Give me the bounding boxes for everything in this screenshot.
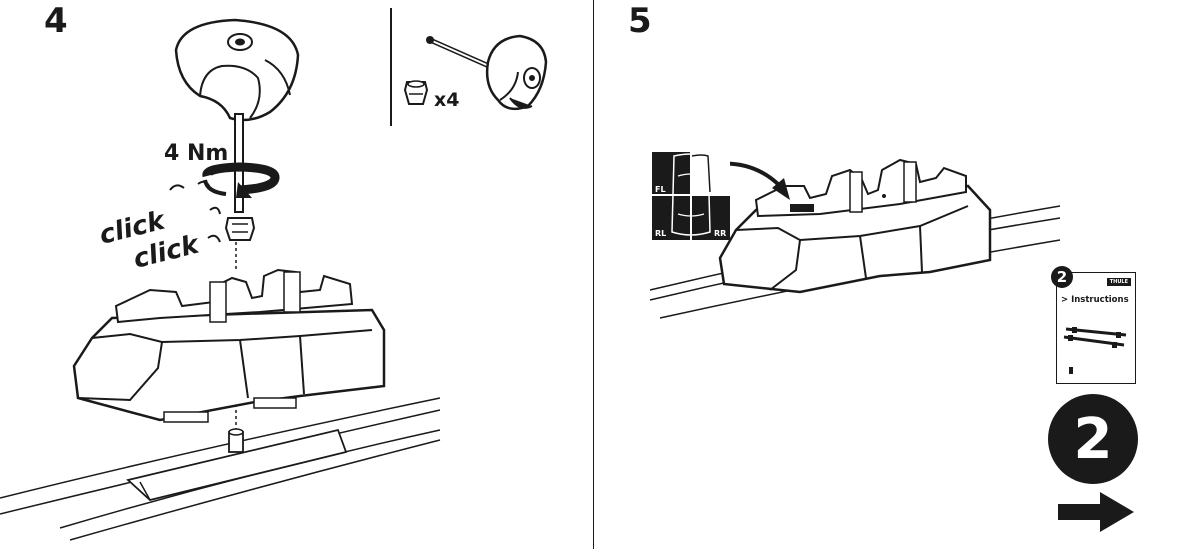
step-5-number: 5 xyxy=(628,1,652,41)
mounted-foot-pack-illustration xyxy=(649,158,1061,319)
step-5-panel: 5 FL RL RR THULE > xyxy=(594,0,1187,549)
position-label-fl: FL xyxy=(655,185,666,194)
booklet-brand-logo: THULE xyxy=(1106,278,1131,286)
vehicle-position-diagram: FL RL RR xyxy=(652,152,730,240)
nut-icon xyxy=(403,80,429,105)
step-4-number: 4 xyxy=(44,1,68,41)
next-arrow-icon xyxy=(1058,492,1134,532)
booklet-number-badge: 2 xyxy=(1051,266,1073,288)
hex-key-icon xyxy=(426,34,548,111)
step-4-panel: 4 xyxy=(0,0,593,549)
roof-bars-icon xyxy=(1063,327,1127,348)
position-label-rr: RR xyxy=(714,229,726,238)
booklet-title: > Instructions xyxy=(1061,295,1129,305)
panel-separator xyxy=(593,0,594,549)
click-sound-effect: click click xyxy=(96,180,221,275)
next-step-circle: 2 xyxy=(1048,394,1138,484)
torque-tool-illustration xyxy=(0,18,441,541)
parts-divider xyxy=(390,8,392,126)
position-label-rl: RL xyxy=(655,229,666,238)
booklet-part-icon xyxy=(1069,367,1073,374)
torque-value-label: 4 Nm xyxy=(164,141,229,166)
instructions-booklet: THULE > Instructions xyxy=(1056,272,1136,384)
parts-quantity-label: x4 xyxy=(434,89,460,111)
